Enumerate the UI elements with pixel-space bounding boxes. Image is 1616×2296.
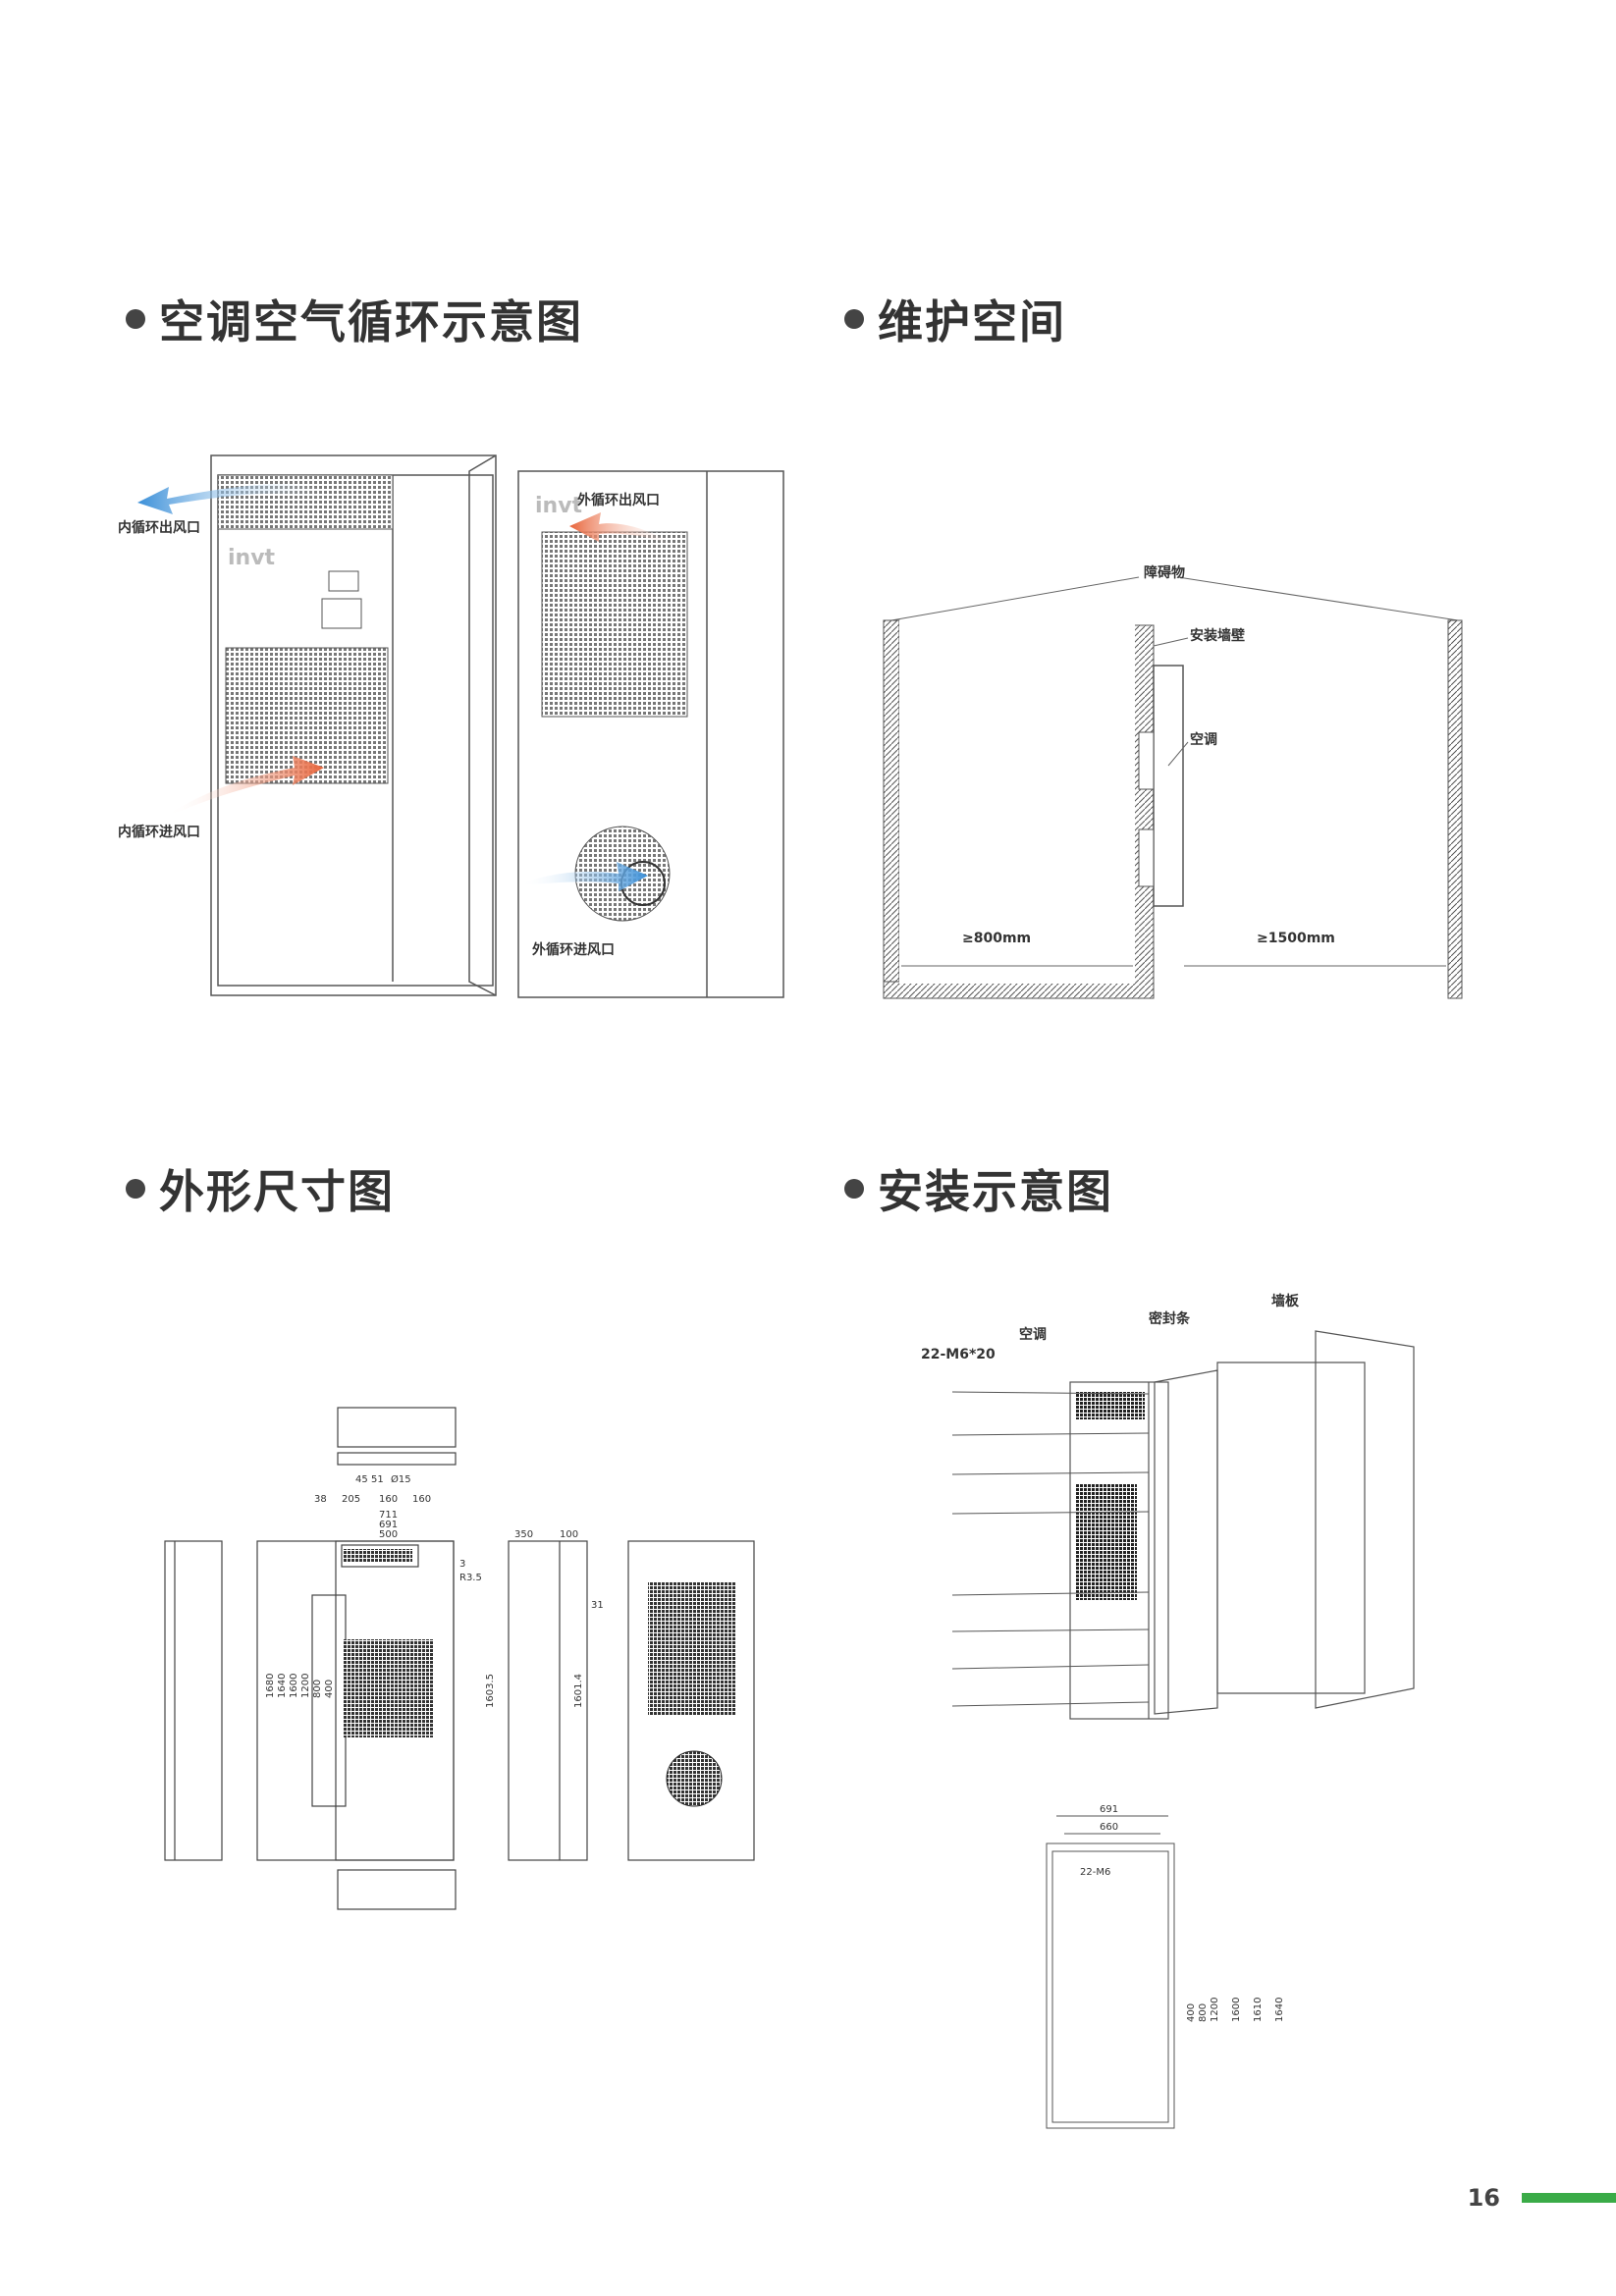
dim-front-side-5: 400 <box>324 1680 335 1698</box>
dim-front-side-3: 1200 <box>300 1674 311 1698</box>
label-wall: 安装墙壁 <box>1190 627 1245 644</box>
dim-front-mark-0: 3 <box>459 1559 465 1570</box>
dim-holes: 22-M6 <box>1080 1867 1110 1878</box>
label-unit: 空调 <box>1190 731 1217 748</box>
dim-height-1: 800 <box>1198 2003 1209 2022</box>
dim-front-top-2: 500 <box>379 1529 398 1540</box>
dim-top-3: 38 <box>314 1494 327 1505</box>
dim-height-2: 1200 <box>1210 1998 1220 2022</box>
back-unit <box>517 470 784 998</box>
outer-out-arrow <box>569 512 677 550</box>
dim-top-6: 160 <box>412 1494 431 1505</box>
dimensions-title: 外形尺寸图 <box>159 1165 395 1218</box>
dim-side-right: 1601.4 <box>573 1674 584 1708</box>
dim-top-5: 160 <box>379 1494 398 1505</box>
label-obstacle: 障碍物 <box>1144 564 1185 581</box>
label-seal: 密封条 <box>1148 1310 1191 1327</box>
dim-cut-inner: 660 <box>1100 1822 1118 1833</box>
dim-front-mark-1: R3.5 <box>459 1573 482 1583</box>
dim-height-3: 1600 <box>1231 1998 1242 2022</box>
maintenance-title: 维护空间 <box>878 295 1066 348</box>
installation-title: 安装示意图 <box>878 1165 1113 1218</box>
dim-top-1: 51 <box>371 1474 384 1485</box>
label-install-unit: 空调 <box>1019 1326 1047 1343</box>
inner-in-arrow <box>167 756 324 817</box>
label-outer-out: 外循环出风口 <box>577 492 660 508</box>
dim-front-top-0: 711 <box>379 1510 398 1521</box>
section-title-dimensions: 外形尺寸图 <box>126 1156 395 1221</box>
dim-top-2: Ø15 <box>391 1473 411 1485</box>
section-title-installation: 安装示意图 <box>844 1156 1113 1221</box>
dim-side-top-1: 100 <box>560 1529 578 1540</box>
brand-logo: invt <box>228 546 276 570</box>
section-title-maintenance: 维护空间 <box>844 287 1066 351</box>
dim-side-top-0: 350 <box>514 1529 533 1540</box>
label-right-gap: ≥1500mm <box>1257 931 1335 946</box>
label-outer-in: 外循环进风口 <box>532 941 615 958</box>
label-screws: 22-M6*20 <box>921 1347 996 1362</box>
airflow-diagram: invt invt 内循环出风口 内循环进风口 外循环出风口 外循环进风口 <box>118 454 784 998</box>
dim-top-4: 205 <box>342 1494 360 1505</box>
bullet-icon <box>126 1179 145 1199</box>
dim-top-0: 45 <box>355 1474 368 1485</box>
dim-height-4: 1610 <box>1253 1998 1264 2022</box>
dim-height-0: 400 <box>1186 2003 1197 2022</box>
bullet-icon <box>844 1179 864 1199</box>
label-left-gap: ≥800mm <box>962 931 1031 946</box>
dim-height-5: 1640 <box>1274 1998 1285 2022</box>
dimensions-drawing: 45 51 Ø15 38 205 160 160 711 691 500 3 R… <box>164 1407 755 1910</box>
brand-logo-back: invt <box>535 494 583 518</box>
dim-side-mark: 31 <box>591 1600 604 1611</box>
page-accent-bar <box>1522 2193 1616 2203</box>
dim-front-top-1: 691 <box>379 1520 398 1530</box>
dim-cut-outer: 691 <box>1100 1804 1118 1815</box>
outer-in-arrow <box>520 862 648 891</box>
maintenance-diagram: 障碍物 安装墙壁 空调 ≥800mm ≥1500mm <box>883 564 1463 999</box>
dim-front-side-1: 1640 <box>277 1674 288 1698</box>
inner-out-arrow <box>137 484 329 514</box>
dim-front-side-0: 1680 <box>265 1674 276 1698</box>
dim-front-right: 1603.5 <box>485 1674 496 1708</box>
airflow-title: 空调空气循环示意图 <box>159 295 583 348</box>
dim-front-side-4: 800 <box>312 1680 323 1698</box>
installation-diagram: 22-M6*20 空调 密封条 墙板 691 660 22-M6 400 800… <box>921 1293 1415 2129</box>
dim-front-side-2: 1600 <box>289 1674 299 1698</box>
bullet-icon <box>844 309 864 329</box>
page-number: 16 <box>1467 2184 1500 2212</box>
label-inner-out: 内循环出风口 <box>118 519 200 536</box>
section-title-airflow: 空调空气循环示意图 <box>126 287 583 351</box>
bullet-icon <box>126 309 145 329</box>
label-inner-in: 内循环进风口 <box>118 824 200 840</box>
label-wall-panel: 墙板 <box>1271 1293 1300 1309</box>
